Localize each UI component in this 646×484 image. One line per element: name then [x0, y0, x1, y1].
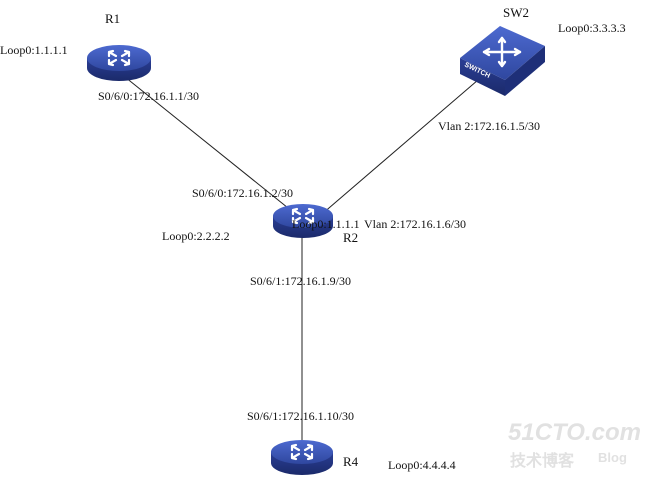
watermark-line2: 技术博客 — [510, 451, 575, 470]
watermark: 51CTO.com 技术博客 Blog — [508, 419, 641, 470]
r2-loopback: Loop0:2.2.2.2 — [162, 229, 230, 243]
sw2-name: SW2 — [503, 5, 529, 20]
r1-loopback: Loop0:1.1.1.1 — [0, 43, 68, 57]
r2-name: R2 — [343, 230, 359, 245]
r4-loopback: Loop0:4.4.4.4 — [388, 458, 456, 472]
sw2-loopback: Loop0:3.3.3.3 — [558, 21, 626, 35]
link-sw2-r2 — [314, 79, 479, 221]
r2-s0-6-0-interface: S0/6/0:172.16.1.2/30 — [192, 186, 294, 200]
r2-s0-6-1-interface: S0/6/1:172.16.1.9/30 — [250, 274, 352, 288]
watermark-line1: 51CTO.com — [508, 419, 641, 446]
switch-sw2-icon: SWITCH — [460, 26, 545, 96]
router-r2-icon — [273, 204, 333, 238]
watermark-line3: Blog — [598, 450, 627, 465]
r1-name: R1 — [105, 11, 121, 26]
r4-s0-6-1-interface: S0/6/1:172.16.1.10/30 — [247, 409, 355, 423]
link-r1-r2 — [119, 72, 304, 221]
r4-name: R4 — [343, 454, 359, 469]
sw2-vlan2-interface: Vlan 2:172.16.1.5/30 — [438, 119, 540, 133]
router-r4-icon — [271, 440, 333, 475]
r1-s0-6-0-interface: S0/6/0:172.16.1.1/30 — [98, 89, 200, 103]
r2-vlan2-interface: Vlan 2:172.16.1.6/30 — [364, 217, 466, 231]
r2-overlap-loopback: Loop0:1.1.1.1 — [292, 217, 360, 231]
router-r1-icon — [87, 45, 151, 81]
